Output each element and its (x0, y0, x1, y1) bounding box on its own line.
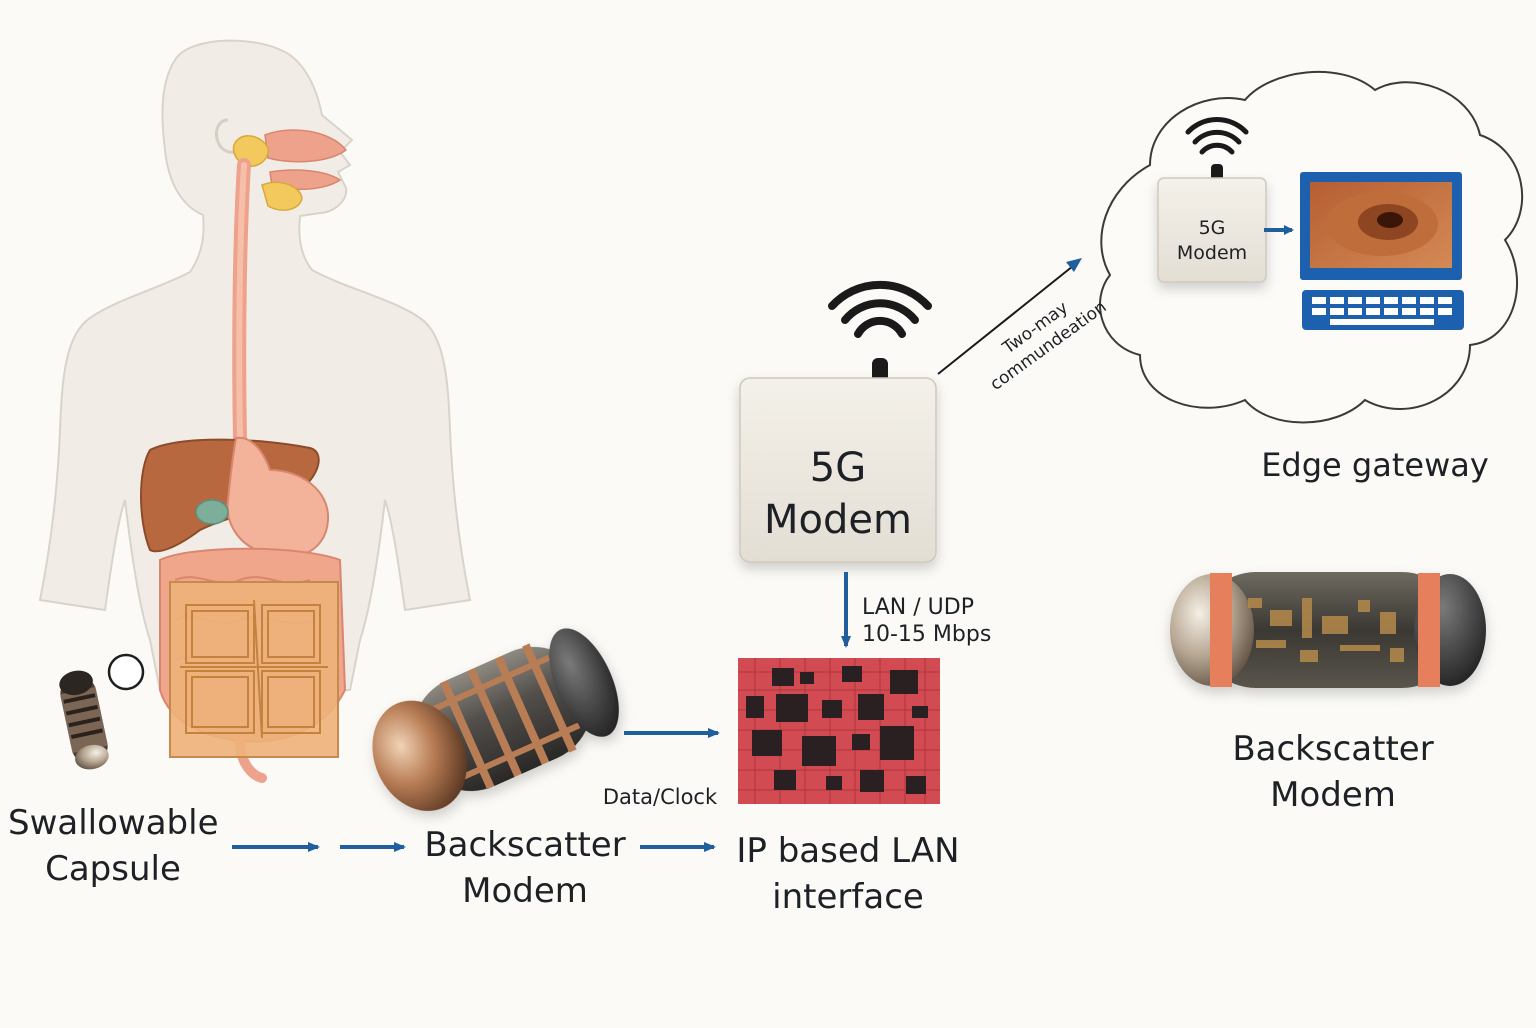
capsule-marker-icon (107, 653, 145, 691)
modem-5g-label: 5G Modem (740, 442, 936, 546)
keyboard-icon (1302, 290, 1464, 330)
arrow-two-way (937, 261, 1079, 375)
cloud-modem-label: 5G Modem (1158, 216, 1266, 266)
backscatter-capsule-right-icon (1170, 572, 1486, 688)
ip-lan-interface-line1: IP based LAN (736, 831, 960, 871)
backscatter-modem-line1: Backscatter (424, 825, 626, 865)
data-clock-label: Data/Clock (602, 785, 718, 809)
cloud-modem-line1: 5G (1198, 217, 1226, 239)
modem-5g-box (739, 377, 937, 563)
lan-udp-line1: LAN / UDP (862, 595, 974, 620)
backscatter-modem-right-line2: Modem (1270, 775, 1396, 815)
backscatter-modem-line2: Modem (462, 871, 588, 911)
swallowable-capsule-line1: Swallowable (8, 803, 219, 843)
modem-5g-line2: Modem (764, 497, 912, 543)
swallowable-capsule-line2: Capsule (45, 849, 181, 889)
modem-5g-line1: 5G (809, 445, 867, 491)
backscatter-modem-right-label: Backscatter Modem (1218, 726, 1448, 818)
arrows (232, 225, 1294, 852)
lan-udp-line2: 10-15 Mbps (862, 622, 992, 647)
lan-udp-label: LAN / UDP 10-15 Mbps (862, 594, 998, 648)
ip-lan-interface-line2: interface (772, 877, 924, 917)
arrow-two-way-head (1066, 258, 1082, 272)
backscatter-modem-label: Backscatter Modem (410, 822, 640, 914)
backscatter-patch-icon (169, 581, 339, 758)
edge-gateway-label: Edge gateway (1261, 446, 1489, 484)
capsule-icon (59, 670, 109, 770)
ip-lan-interface-label: IP based LAN interface (720, 828, 976, 920)
backscatter-modem-right-line1: Backscatter (1232, 729, 1434, 769)
chip-icon (738, 658, 940, 804)
cloud-modem-line2: Modem (1176, 242, 1248, 264)
backscatter-capsule-icon (372, 628, 619, 811)
wifi-icon (828, 280, 932, 384)
monitor-icon (1300, 172, 1462, 280)
swallowable-capsule-label: Swallowable Capsule (8, 800, 219, 892)
